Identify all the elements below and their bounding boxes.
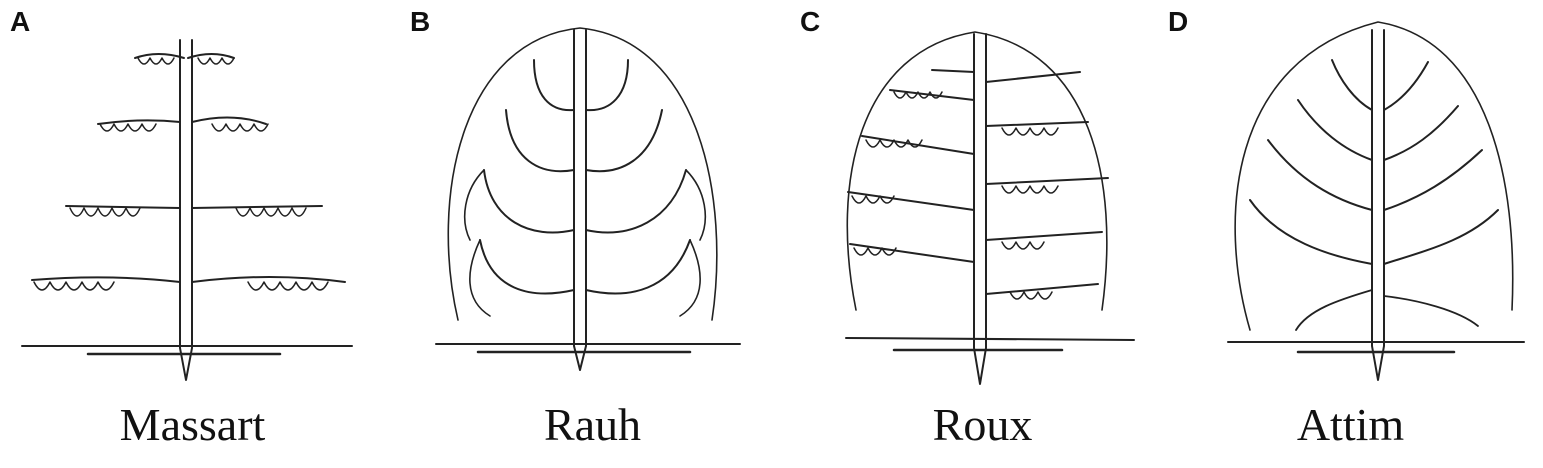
branches [1249,59,1499,331]
tier-2 [97,116,269,132]
massart-tree-diagram [21,39,353,381]
panel-letter: A [10,6,31,37]
branches [847,69,1109,300]
panel-caption: Roux [932,399,1033,450]
tier-1 [134,53,235,65]
tier-3 [65,205,323,217]
roux-tree-diagram [845,31,1135,385]
panel-attim: D Attim [1158,0,1543,468]
tier-4 [31,276,346,291]
rauh-tree-diagram [435,27,741,371]
panel-letter: B [410,6,431,37]
panel-massart: A Massart [0,0,385,468]
panel-letter: D [1168,6,1189,37]
branches [463,59,707,317]
panel-letter: C [800,6,821,37]
panel-roux: C Roux [790,0,1175,468]
panel-caption: Attim [1296,399,1405,450]
panel-rauh: B Rauh [400,0,785,468]
panel-caption: Massart [119,399,266,450]
attim-tree-diagram [1227,21,1525,381]
panel-caption: Rauh [543,399,642,450]
